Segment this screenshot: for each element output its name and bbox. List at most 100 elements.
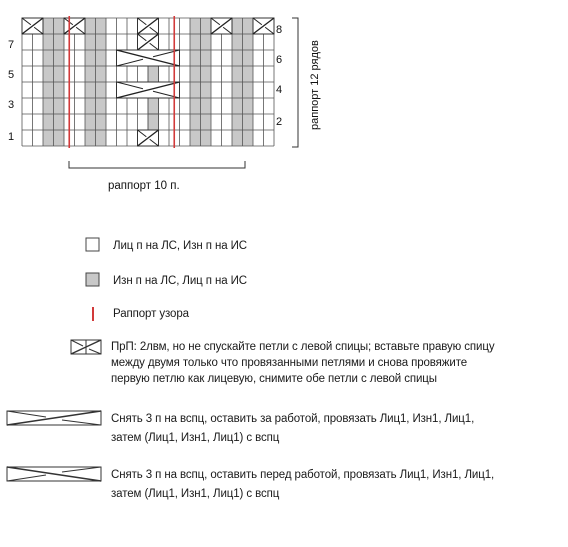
cable-stroke <box>116 58 144 67</box>
legend-knit-text: Лиц п на ЛС, Изн п на ИС <box>113 240 247 252</box>
purl-cell <box>242 114 253 130</box>
twist-stroke <box>75 26 86 35</box>
purl-cell <box>200 18 211 34</box>
purl-cell <box>232 66 243 82</box>
twist-stroke <box>137 17 147 26</box>
purl-cell <box>85 98 96 114</box>
purl-cell <box>43 130 54 146</box>
row-number-8: 8 <box>276 24 282 36</box>
purl-cell <box>190 18 201 34</box>
twist-stroke <box>137 129 147 138</box>
purl-cell <box>232 82 243 98</box>
cable-stroke <box>152 49 180 58</box>
purl-cell <box>95 18 106 34</box>
purl-cell <box>232 98 243 114</box>
pattern-repeat-label: раппорт 10 п. <box>108 180 180 192</box>
purl-cell <box>95 66 106 82</box>
legend-cable-front-text: Снять 3 п на вспц, оставить перед работо… <box>111 467 566 502</box>
purl-cell <box>242 98 253 114</box>
twist-stroke <box>210 17 221 26</box>
row-repeat-label: раппорт 12 рядов <box>309 40 321 130</box>
purl-cell <box>200 50 211 66</box>
twist-stroke <box>149 138 159 147</box>
row-number-3: 3 <box>8 99 14 111</box>
twist-stroke <box>137 33 147 42</box>
purl-cell <box>95 130 106 146</box>
purl-cell <box>147 113 159 131</box>
cable-back-icon <box>6 410 102 426</box>
purl-cell <box>147 65 159 83</box>
purl-cell <box>200 114 211 130</box>
legend-cable-back-line-1: Снять 3 п на вспц, оставить за работой, … <box>111 413 475 425</box>
legend-twist-line-3: первую петлю как лицевую, снимите обе пе… <box>111 373 437 385</box>
purl-cell <box>190 114 201 130</box>
purl-cell <box>85 34 96 50</box>
twist-stroke <box>149 42 159 51</box>
purl-cell <box>232 50 243 66</box>
purl-cell <box>190 34 201 50</box>
purl-cell <box>242 18 253 34</box>
purl-cell <box>190 82 201 98</box>
row-number-4: 4 <box>276 84 282 96</box>
purl-cell <box>232 18 243 34</box>
cable-stroke <box>116 81 144 90</box>
legend-twist-text: ПрП: 2лвм, но не спускайте петли с левой… <box>111 339 566 387</box>
row-number-7: 7 <box>8 39 14 51</box>
twist-stroke <box>63 17 74 26</box>
purl-cell <box>53 18 64 34</box>
twist-stroke <box>63 17 86 35</box>
cable-stroke <box>116 81 180 99</box>
purl-cell <box>85 18 96 34</box>
purl-cell <box>53 98 64 114</box>
purl-cell <box>53 66 64 82</box>
purl-cell <box>242 82 253 98</box>
purl-cell <box>200 82 211 98</box>
purl-cell <box>43 98 54 114</box>
purl-cell <box>95 98 106 114</box>
twist-stroke <box>149 26 159 35</box>
purl-cell <box>200 66 211 82</box>
row-number-5: 5 <box>8 69 14 81</box>
purl-cell <box>190 50 201 66</box>
cable-stroke <box>152 90 180 99</box>
twist-stroke <box>21 17 44 35</box>
row-number-6: 6 <box>276 54 282 66</box>
purl-cell <box>43 18 54 34</box>
purl-cell <box>232 130 243 146</box>
legend-cable-front-line-2: затем (Лиц1, Изн1, Лиц1) с вспц <box>111 488 280 500</box>
grey-square-icon <box>85 272 100 287</box>
legend-twist-line-1: ПрП: 2лвм, но не спускайте петли с левой… <box>111 341 495 353</box>
purl-cell <box>53 50 64 66</box>
purl-cell <box>85 82 96 98</box>
twist-stroke <box>137 33 159 51</box>
purl-cell <box>232 114 243 130</box>
legend-twist-line-2: между двумя только что провязанными петл… <box>111 357 468 369</box>
cable-stroke <box>116 49 180 67</box>
purl-cell <box>190 98 201 114</box>
twist-stroke <box>137 129 159 147</box>
purl-cell <box>43 34 54 50</box>
row-number-2: 2 <box>276 116 282 128</box>
twist-stroke <box>222 26 233 35</box>
legend-purl-text: Изн п на ЛС, Лиц п на ИС <box>113 275 247 287</box>
legend-cable-front-line-1: Снять 3 п на вспц, оставить перед работо… <box>111 469 495 481</box>
repeat-lines <box>68 16 176 148</box>
chart-cable-symbols <box>21 17 275 147</box>
purl-cell <box>200 98 211 114</box>
empty-square-icon <box>85 237 100 252</box>
purl-cell <box>85 66 96 82</box>
knitting-chart: 7 5 3 1 8 6 4 2 раппорт 12 рядов раппорт… <box>8 16 321 192</box>
purl-cell <box>43 114 54 130</box>
purl-cell <box>85 130 96 146</box>
purl-cell <box>190 130 201 146</box>
purl-cell <box>43 66 54 82</box>
purl-cell <box>53 130 64 146</box>
purl-cell <box>85 50 96 66</box>
purl-cell <box>200 34 211 50</box>
purl-cell <box>95 82 106 98</box>
twist-stroke <box>21 17 32 26</box>
twist-stroke <box>252 17 263 26</box>
purl-cell <box>95 114 106 130</box>
red-line-icon <box>92 307 94 321</box>
twist-stroke <box>210 17 233 35</box>
